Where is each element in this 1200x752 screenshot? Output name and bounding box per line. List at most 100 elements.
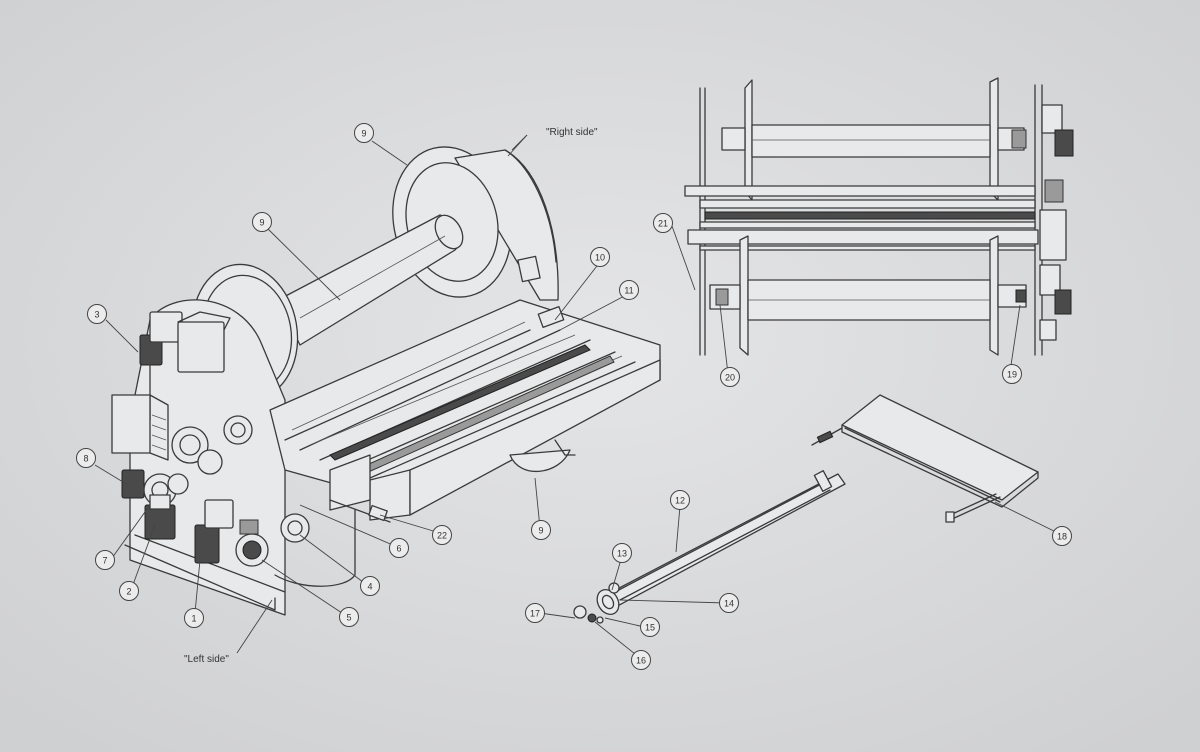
pulley	[280, 513, 310, 543]
callout-number: 3	[94, 310, 99, 320]
callout-15: 15	[640, 617, 660, 637]
callout-circle	[670, 490, 690, 510]
callout-circle	[76, 448, 96, 468]
callout-11: 11	[619, 280, 639, 300]
callout-circle	[339, 607, 359, 627]
callout-14: 14	[719, 593, 739, 613]
callout-number: 1	[191, 614, 196, 624]
bottom-disc	[509, 449, 571, 472]
lower-disc-right	[989, 235, 999, 356]
gear-a	[171, 426, 209, 464]
callout-circle	[1002, 364, 1022, 384]
callout-circle	[631, 650, 651, 670]
callout-circle	[184, 608, 204, 628]
callout-22: 22	[432, 525, 452, 545]
callout-number: 9	[259, 218, 264, 228]
callout-number: 19	[1007, 370, 1017, 380]
callout-circle	[719, 593, 739, 613]
callout-circle	[525, 603, 545, 623]
callout-18: 18	[1052, 526, 1072, 546]
callout-number: 5	[346, 613, 351, 623]
top-view	[684, 77, 1074, 356]
callout-circle	[720, 367, 740, 387]
callout-number: 7	[102, 556, 107, 566]
roller-bar	[329, 344, 591, 461]
right-side-label: "Right side"	[546, 127, 598, 138]
top-view-motor-2	[1054, 289, 1072, 315]
callout-5: 5	[339, 607, 359, 627]
gearbox-top	[177, 321, 225, 373]
callout-number: 13	[617, 549, 627, 559]
callout-circle	[389, 538, 409, 558]
callout-9: 9	[252, 212, 272, 232]
callout-circle	[95, 550, 115, 570]
callout-2: 2	[119, 581, 139, 601]
feed-table	[811, 394, 1039, 523]
gear-b	[223, 415, 253, 445]
callout-number: 2	[126, 587, 131, 597]
callout-circle	[531, 520, 551, 540]
callout-circle	[612, 543, 632, 563]
callout-20: 20	[720, 367, 740, 387]
callout-3: 3	[87, 304, 107, 324]
callout-number: 18	[1057, 532, 1067, 542]
frame-rail-top	[684, 185, 1036, 197]
callout-21: 21	[653, 213, 673, 233]
callout-16: 16	[631, 650, 651, 670]
lower-disc-left	[739, 235, 749, 356]
callout-circle	[87, 304, 107, 324]
callout-1: 1	[184, 608, 204, 628]
left-side-label: "Left side"	[184, 654, 229, 665]
callout-19: 19	[1002, 364, 1022, 384]
callout-number: 8	[83, 454, 88, 464]
callout-number: 14	[724, 599, 734, 609]
callout-number: 22	[437, 531, 447, 541]
control-box	[111, 394, 151, 454]
callout-number: 11	[624, 286, 633, 296]
callout-number: 12	[675, 496, 685, 506]
callout-number: 21	[658, 219, 668, 229]
callout-circle	[619, 280, 639, 300]
upper-roller	[751, 124, 991, 158]
callout-8: 8	[76, 448, 96, 468]
callout-number: 15	[645, 623, 655, 633]
callout-17: 17	[525, 603, 545, 623]
callout-number: 9	[538, 526, 543, 536]
callout-circle	[432, 525, 452, 545]
callout-10: 10	[590, 247, 610, 267]
callout-6: 6	[389, 538, 409, 558]
callout-7: 7	[95, 550, 115, 570]
callout-number: 17	[530, 609, 540, 619]
leader-lines	[94, 134, 1061, 659]
callout-4: 4	[360, 576, 380, 596]
motor-bottom-left	[144, 504, 176, 540]
callout-circle	[653, 213, 673, 233]
bracket	[517, 255, 541, 283]
motor-bottom-right	[194, 524, 220, 564]
callout-number: 4	[367, 582, 372, 592]
shaft-end	[596, 589, 620, 615]
top-view-control-box	[1039, 209, 1067, 261]
callout-circle	[590, 247, 610, 267]
motor-mid	[121, 469, 145, 499]
callout-number: 20	[725, 373, 735, 383]
dark-rail	[704, 211, 1036, 220]
upper-disc-left	[744, 79, 753, 201]
callout-number: 16	[636, 656, 646, 666]
callout-circle	[119, 581, 139, 601]
callout-circle	[1052, 526, 1072, 546]
callout-number: 10	[595, 253, 605, 263]
callout-number: 6	[396, 544, 401, 554]
callout-circle	[360, 576, 380, 596]
callout-circle	[252, 212, 272, 232]
callout-13: 13	[612, 543, 632, 563]
callout-9: 9	[354, 123, 374, 143]
main-machine-view	[111, 146, 661, 616]
callout-number: 9	[361, 129, 366, 139]
callout-9: 9	[531, 520, 551, 540]
callout-12: 12	[670, 490, 690, 510]
callout-circle	[354, 123, 374, 143]
